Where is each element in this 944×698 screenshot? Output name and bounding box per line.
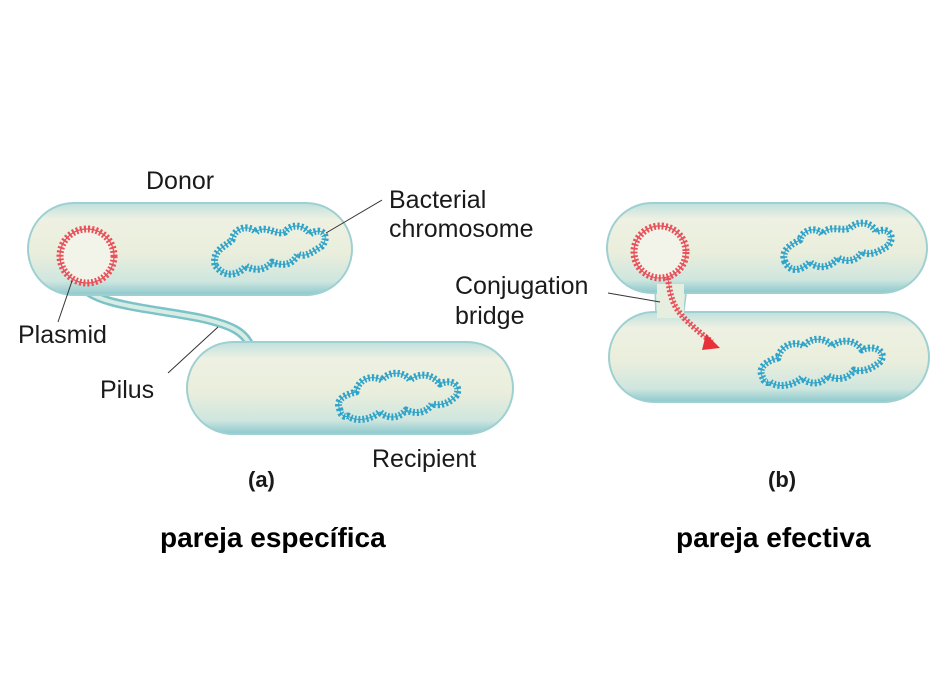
- bridge-label-line2: bridge: [455, 302, 525, 330]
- recipient-cell: [186, 341, 514, 435]
- transfer-arrowhead: [702, 334, 720, 350]
- panel-a-caption: pareja específica: [160, 522, 386, 553]
- panel-b-label: (b): [768, 467, 797, 492]
- bridge-label-line1: Conjugation: [455, 272, 589, 300]
- bridge-leader-line: [607, 292, 661, 303]
- recipient-label: Recipient: [372, 445, 477, 473]
- plasmid-b: [630, 222, 690, 282]
- plasmid-label: Plasmid: [18, 321, 107, 349]
- chromosome-label-line1: Bacterial: [389, 186, 487, 214]
- plasmid-leader-line: [57, 280, 73, 323]
- chromosome-leader-line: [325, 199, 383, 234]
- chromosome-label-line2: chromosome: [389, 215, 534, 243]
- pilus-label: Pilus: [100, 376, 155, 404]
- recipient-cell-b: [608, 311, 930, 403]
- donor-label: Donor: [146, 167, 215, 195]
- panel-b-caption: pareja efectiva: [676, 522, 871, 553]
- pilus-leader-line: [167, 326, 219, 374]
- plasmid-a: [56, 225, 118, 287]
- panel-a-label: (a): [248, 467, 275, 492]
